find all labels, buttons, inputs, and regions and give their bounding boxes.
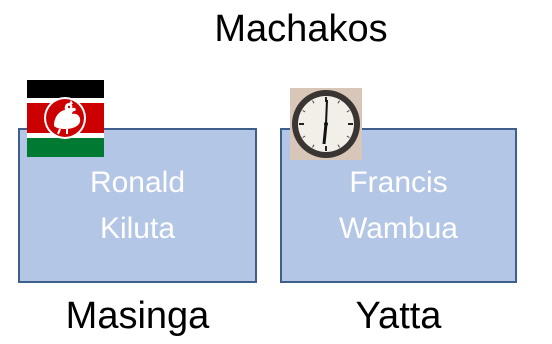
candidate-first-name: Francis	[349, 165, 448, 199]
kanu-rooster-flag-icon	[27, 80, 104, 157]
candidate-card-right: Francis Wambua	[280, 128, 517, 283]
location-label: Masinga	[65, 295, 210, 337]
candidate-last-name: Wambua	[339, 211, 458, 245]
candidate-first-name: Ronald	[89, 165, 186, 199]
candidate-name: Francis Wambua	[339, 160, 458, 252]
candidate-last-name: Kiluta	[99, 211, 176, 245]
candidate-name: Ronald Kiluta	[90, 160, 185, 252]
page-title: Machakos	[214, 8, 388, 50]
wall-clock-icon	[290, 88, 362, 160]
location-label: Yatta	[355, 295, 442, 337]
